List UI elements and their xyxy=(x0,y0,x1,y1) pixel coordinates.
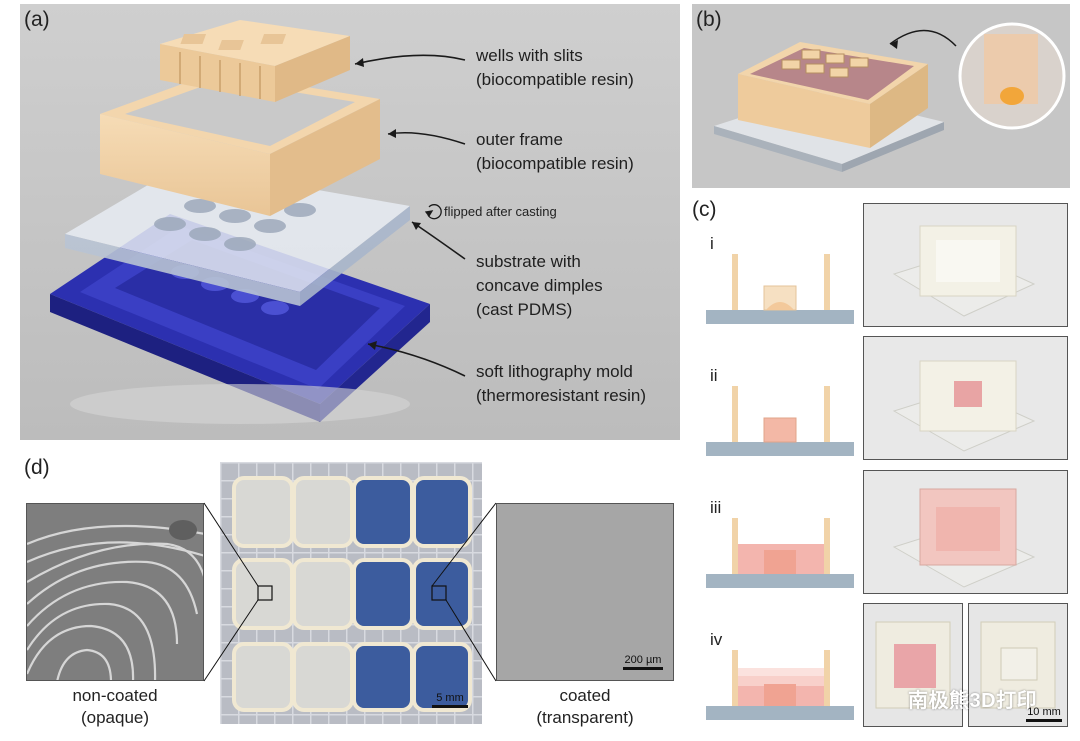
sem-non-coated-image xyxy=(26,503,204,681)
exploded-assembly-render xyxy=(20,4,680,440)
flip-arrows-icon xyxy=(424,204,442,220)
scale-bar-10mm-line xyxy=(1026,719,1062,722)
scale-bar-5mm-line xyxy=(432,705,468,708)
flip-note: flipped after casting xyxy=(444,204,557,219)
panel-label-d: (d) xyxy=(24,456,50,479)
step-iii-diagram xyxy=(706,518,854,588)
step-label-ii: ii xyxy=(710,366,718,385)
step-iv-diagram xyxy=(706,650,854,720)
scale-bar-10mm-label: 10 mm xyxy=(1027,706,1061,718)
pdms-substrate xyxy=(65,166,410,306)
panel-b xyxy=(692,4,1070,188)
caption-non-coated-line2: (opaque) xyxy=(80,708,150,727)
panel-label-c: (c) xyxy=(692,198,717,221)
sem-coated-image: 200 µm xyxy=(496,503,674,681)
panel-label-a: (a) xyxy=(24,8,50,31)
wells-with-slits xyxy=(160,20,350,102)
step-label-i: i xyxy=(710,234,714,253)
outer-frame xyxy=(100,72,380,216)
scale-bar-5mm: 5 mm xyxy=(432,692,468,708)
step-i-diagram xyxy=(706,254,854,324)
watermark: 南极熊3D打印 xyxy=(908,690,1038,712)
callout-outer-frame-line1: outer frame xyxy=(476,130,563,149)
caption-coated: coated (transparent) xyxy=(496,685,674,729)
callout-mold: soft lithography mold (thermoresistant r… xyxy=(476,360,646,408)
callout-substrate-line3: (cast PDMS) xyxy=(476,300,573,319)
callout-substrate-line1: substrate with xyxy=(476,252,581,271)
step-i-photo xyxy=(863,203,1068,327)
scale-bar-200um-label: 200 µm xyxy=(624,654,662,666)
caption-coated-line1: coated xyxy=(559,686,611,705)
caption-non-coated-line1: non-coated xyxy=(72,686,158,705)
step-label-iii: iii xyxy=(710,498,722,517)
callout-substrate: substrate with concave dimples (cast PDM… xyxy=(476,250,603,322)
well-plate-photo: 5 mm xyxy=(220,462,482,724)
caption-coated-line2: (transparent) xyxy=(536,708,634,727)
step-iv-photo-left xyxy=(863,603,963,727)
scale-bar-10mm: 10 mm xyxy=(1026,706,1062,722)
scale-bar-5mm-label: 5 mm xyxy=(436,692,464,704)
step-iv-photo-right xyxy=(968,603,1068,727)
callout-wells-line1: wells with slits xyxy=(476,46,583,65)
scale-bar-200um-line xyxy=(623,667,663,670)
callout-substrate-line2: concave dimples xyxy=(476,276,603,295)
callout-outer-frame-line2: (biocompatible resin) xyxy=(476,154,634,173)
assembled-device-render xyxy=(692,4,1070,188)
panel-label-b: (b) xyxy=(696,8,722,31)
scale-bar-200um: 200 µm xyxy=(623,654,663,670)
callout-wells-line2: (biocompatible resin) xyxy=(476,70,634,89)
step-ii-diagram xyxy=(706,386,854,456)
callout-mold-line1: soft lithography mold xyxy=(476,362,633,381)
caption-non-coated: non-coated (opaque) xyxy=(26,685,204,729)
callout-outer-frame: outer frame (biocompatible resin) xyxy=(476,128,634,176)
callout-mold-line2: (thermoresistant resin) xyxy=(476,386,647,405)
step-label-iv: iv xyxy=(710,630,723,649)
step-iii-photo xyxy=(863,470,1068,594)
step-ii-photo xyxy=(863,336,1068,460)
callout-wells: wells with slits (biocompatible resin) xyxy=(476,44,634,92)
panel-a: wells with slits (biocompatible resin) o… xyxy=(20,4,680,440)
